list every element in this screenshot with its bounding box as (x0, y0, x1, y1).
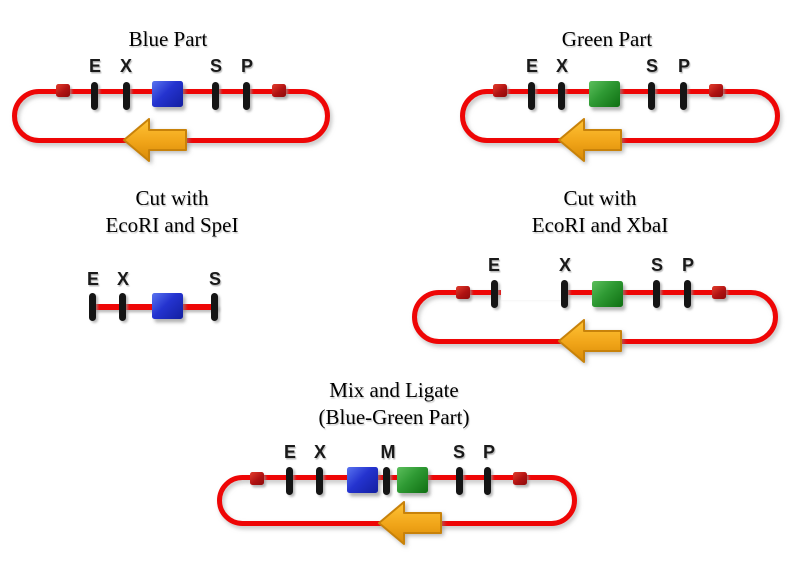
site-label-m: M (380, 442, 396, 462)
site-label-e: E (525, 56, 539, 76)
backbone-marker-left (493, 84, 507, 97)
direction-arrow-icon (123, 118, 187, 162)
panel-title-line2: EcoRI and SpeI (105, 213, 239, 237)
site-tick-e (528, 82, 535, 110)
plasmid-backbone (217, 475, 577, 526)
site-label-s: S (452, 442, 466, 462)
site-tick-e (89, 293, 96, 321)
direction-arrow-icon (558, 319, 622, 363)
direction-arrow-icon (558, 118, 622, 162)
site-label-s: S (208, 269, 222, 289)
panel-title-line2: EcoRI and XbaI (531, 213, 669, 237)
panel-title-line1: Cut with (563, 186, 637, 210)
linear-fragment-backbone (90, 304, 218, 310)
panel-title-line2: (Blue-Green Part) (318, 405, 470, 429)
blue-insert (152, 293, 183, 319)
panel-title: Blue Part (128, 27, 208, 51)
site-label-e: E (487, 255, 501, 275)
site-tick-p (243, 82, 250, 110)
site-tick-e (91, 82, 98, 110)
site-tick-p (484, 467, 491, 495)
site-tick-m (383, 467, 390, 495)
site-tick-s (653, 280, 660, 308)
site-tick-s (456, 467, 463, 495)
green-insert (592, 281, 623, 307)
plasmid-backbone (460, 89, 780, 143)
blue-insert (152, 81, 183, 107)
site-tick-x (123, 82, 130, 110)
site-tick-e (491, 280, 498, 308)
backbone-marker-right (272, 84, 286, 97)
site-label-x: X (313, 442, 327, 462)
backbone-marker-right (513, 472, 527, 485)
site-label-x: X (555, 56, 569, 76)
site-label-e: E (86, 269, 100, 289)
blue-insert (347, 467, 378, 493)
panel-title-line1: Cut with (135, 186, 209, 210)
site-label-p: P (482, 442, 496, 462)
site-tick-s (212, 82, 219, 110)
green-insert (397, 467, 428, 493)
site-label-x: X (119, 56, 133, 76)
backbone-marker-left (456, 286, 470, 299)
site-label-s: S (209, 56, 223, 76)
site-label-e: E (88, 56, 102, 76)
backbone-marker-right (709, 84, 723, 97)
site-tick-e (286, 467, 293, 495)
site-label-p: P (677, 56, 691, 76)
site-tick-x (316, 467, 323, 495)
green-insert (589, 81, 620, 107)
backbone-marker-left (250, 472, 264, 485)
site-tick-x (558, 82, 565, 110)
site-label-p: P (681, 255, 695, 275)
site-label-s: S (645, 56, 659, 76)
site-tick-p (684, 280, 691, 308)
site-tick-s (648, 82, 655, 110)
site-label-s: S (650, 255, 664, 275)
direction-arrow-icon (378, 501, 442, 545)
site-label-x: X (558, 255, 572, 275)
site-label-x: X (116, 269, 130, 289)
backbone-marker-left (56, 84, 70, 97)
site-tick-p (680, 82, 687, 110)
site-tick-x (561, 280, 568, 308)
site-label-e: E (283, 442, 297, 462)
panel-title: Green Part (561, 27, 653, 51)
cut-gap (501, 285, 562, 300)
site-tick-s (211, 293, 218, 321)
panel-title-line1: Mix and Ligate (329, 378, 459, 402)
site-tick-x (119, 293, 126, 321)
opened-plasmid-backbone (412, 290, 778, 344)
site-label-p: P (240, 56, 254, 76)
backbone-marker-right (712, 286, 726, 299)
plasmid-backbone (12, 89, 330, 143)
